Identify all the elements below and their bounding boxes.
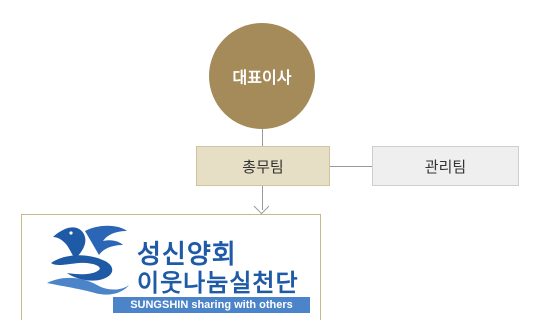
arrow-down-icon [253, 198, 270, 215]
general-affairs-team-node: 총무팀 [196, 146, 330, 186]
ceo-node: 대표이사 [209, 23, 315, 129]
ceo-label: 대표이사 [232, 68, 292, 87]
general-affairs-to-management-connector [330, 166, 372, 167]
logo-tagline: SUNGSHIN sharing with others [113, 297, 310, 313]
management-team-label: 관리팀 [424, 157, 467, 176]
management-team-node: 관리팀 [372, 146, 519, 186]
ceo-to-general-affairs-connector [262, 129, 263, 146]
down-connector [262, 186, 263, 210]
general-affairs-team-label: 총무팀 [242, 157, 284, 176]
pegasus-logo-icon [47, 225, 129, 295]
logo-subtitle: 이웃나눔실천단 [137, 269, 299, 297]
logo-title: 성신양회 [137, 240, 237, 270]
